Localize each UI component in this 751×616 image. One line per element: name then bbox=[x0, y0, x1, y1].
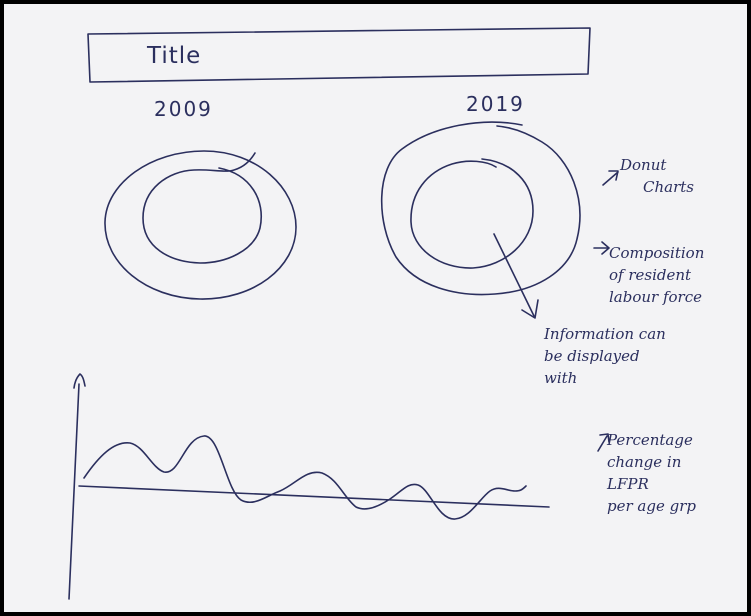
sketch-drawing bbox=[68, 27, 619, 600]
annotation-line: with bbox=[544, 369, 578, 387]
donut-inner-ring-2019 bbox=[410, 158, 534, 269]
donut-outer-ring-2009 bbox=[104, 150, 297, 300]
y-axis bbox=[68, 383, 80, 600]
y-axis-arrowhead-icon bbox=[73, 373, 86, 389]
annotation-line: per age grp bbox=[607, 497, 696, 515]
arrow-icon-composition bbox=[593, 241, 610, 255]
title-box bbox=[87, 27, 591, 83]
donut-year-label-2009: 2009 bbox=[154, 97, 213, 121]
donut-chart-2019 bbox=[380, 121, 581, 296]
annotation-line: Composition bbox=[609, 244, 705, 262]
annotation-line: of resident bbox=[609, 266, 692, 284]
line-chart-axes bbox=[68, 373, 550, 600]
page-title: Title bbox=[147, 43, 202, 69]
annotation-line: be displayed bbox=[544, 347, 640, 365]
annotation-line: Charts bbox=[643, 178, 694, 196]
x-axis bbox=[78, 485, 550, 508]
annotation-line: Donut bbox=[620, 156, 667, 174]
donut-year-label-2019: 2019 bbox=[466, 92, 525, 116]
annotation-line: Percentage bbox=[607, 431, 693, 449]
line-chart-series bbox=[83, 435, 527, 520]
annotation-percentage-change: Percentage change in LFPR per age grp bbox=[607, 429, 696, 517]
annotation-line: LFPR bbox=[607, 475, 649, 493]
donut-pointer-arrow bbox=[493, 233, 539, 319]
annotation-line: change in bbox=[607, 453, 682, 471]
annotation-line: labour force bbox=[609, 288, 703, 306]
annotation-line: Information can bbox=[544, 325, 666, 343]
donut-chart-2009 bbox=[104, 150, 297, 300]
annotation-composition: Composition of resident labour force bbox=[609, 242, 704, 308]
annotation-information: Information can be displayed with bbox=[544, 323, 666, 389]
donut-outer-ring-2019 bbox=[380, 121, 581, 296]
annotation-donut-charts: Donut Charts bbox=[620, 154, 694, 198]
donut-inner-ring-2009 bbox=[142, 152, 262, 264]
arrow-icon-percentage bbox=[597, 433, 610, 452]
arrow-icon-donut bbox=[602, 170, 619, 186]
